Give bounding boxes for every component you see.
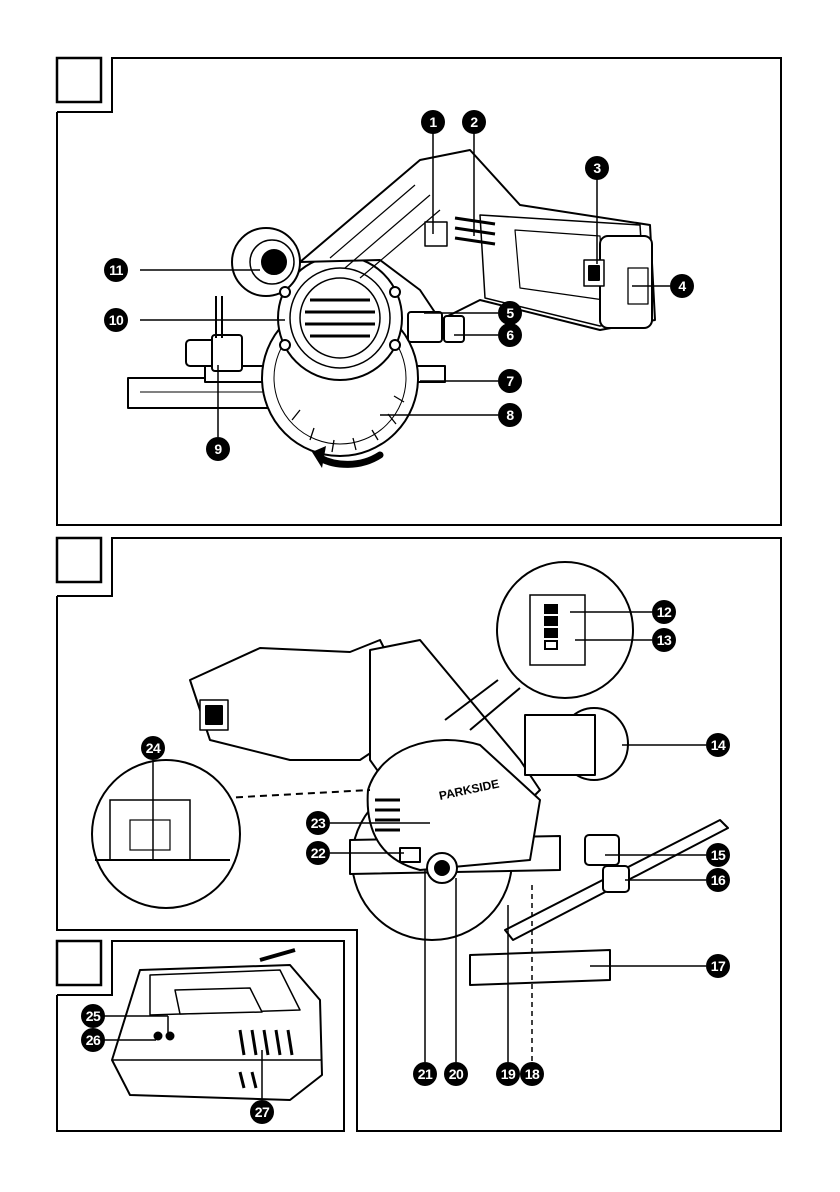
callout-12: 12 bbox=[652, 600, 676, 624]
callout-16: 16 bbox=[706, 868, 730, 892]
figure-b-label-box bbox=[57, 538, 101, 582]
callout-15: 15 bbox=[706, 843, 730, 867]
switch-lock-button bbox=[425, 222, 447, 246]
callout-21: 21 bbox=[413, 1062, 437, 1086]
saw-perspective-view bbox=[190, 640, 728, 985]
callout-19: 19 bbox=[496, 1062, 520, 1086]
callout-13: 13 bbox=[652, 628, 676, 652]
zoom-detail-spindle bbox=[92, 760, 370, 908]
callout-3: 3 bbox=[585, 156, 609, 180]
callout-5: 5 bbox=[498, 301, 522, 325]
charger-view bbox=[112, 950, 322, 1100]
callout-8: 8 bbox=[498, 403, 522, 427]
bevel-lock-b bbox=[585, 835, 619, 865]
callout-22: 22 bbox=[306, 841, 330, 865]
bevel-knob bbox=[444, 316, 464, 342]
callout-23: 23 bbox=[306, 811, 330, 835]
callout-9: 9 bbox=[206, 437, 230, 461]
saw-side-view bbox=[128, 150, 655, 468]
callout-18: 18 bbox=[520, 1062, 544, 1086]
bevel-lock bbox=[408, 312, 442, 342]
callout-1: 1 bbox=[421, 110, 445, 134]
callout-24: 24 bbox=[141, 736, 165, 760]
figure-c-label-box bbox=[57, 941, 101, 985]
callout-17: 17 bbox=[706, 954, 730, 978]
bevel-knob-b bbox=[603, 866, 629, 892]
callout-6: 6 bbox=[498, 323, 522, 347]
figure-a-label-box bbox=[57, 58, 101, 102]
callout-4: 4 bbox=[670, 274, 694, 298]
callout-2: 2 bbox=[462, 110, 486, 134]
callout-27: 27 bbox=[250, 1100, 274, 1124]
callout-25: 25 bbox=[81, 1004, 105, 1028]
callout-10: 10 bbox=[104, 308, 128, 332]
spindle-lock-b bbox=[400, 848, 420, 862]
callout-20: 20 bbox=[444, 1062, 468, 1086]
rotation-arrow bbox=[320, 455, 380, 464]
callout-26: 26 bbox=[81, 1028, 105, 1052]
callout-7: 7 bbox=[498, 369, 522, 393]
callout-14: 14 bbox=[706, 733, 730, 757]
callout-11: 11 bbox=[104, 258, 128, 282]
parallel-guide bbox=[470, 950, 610, 985]
